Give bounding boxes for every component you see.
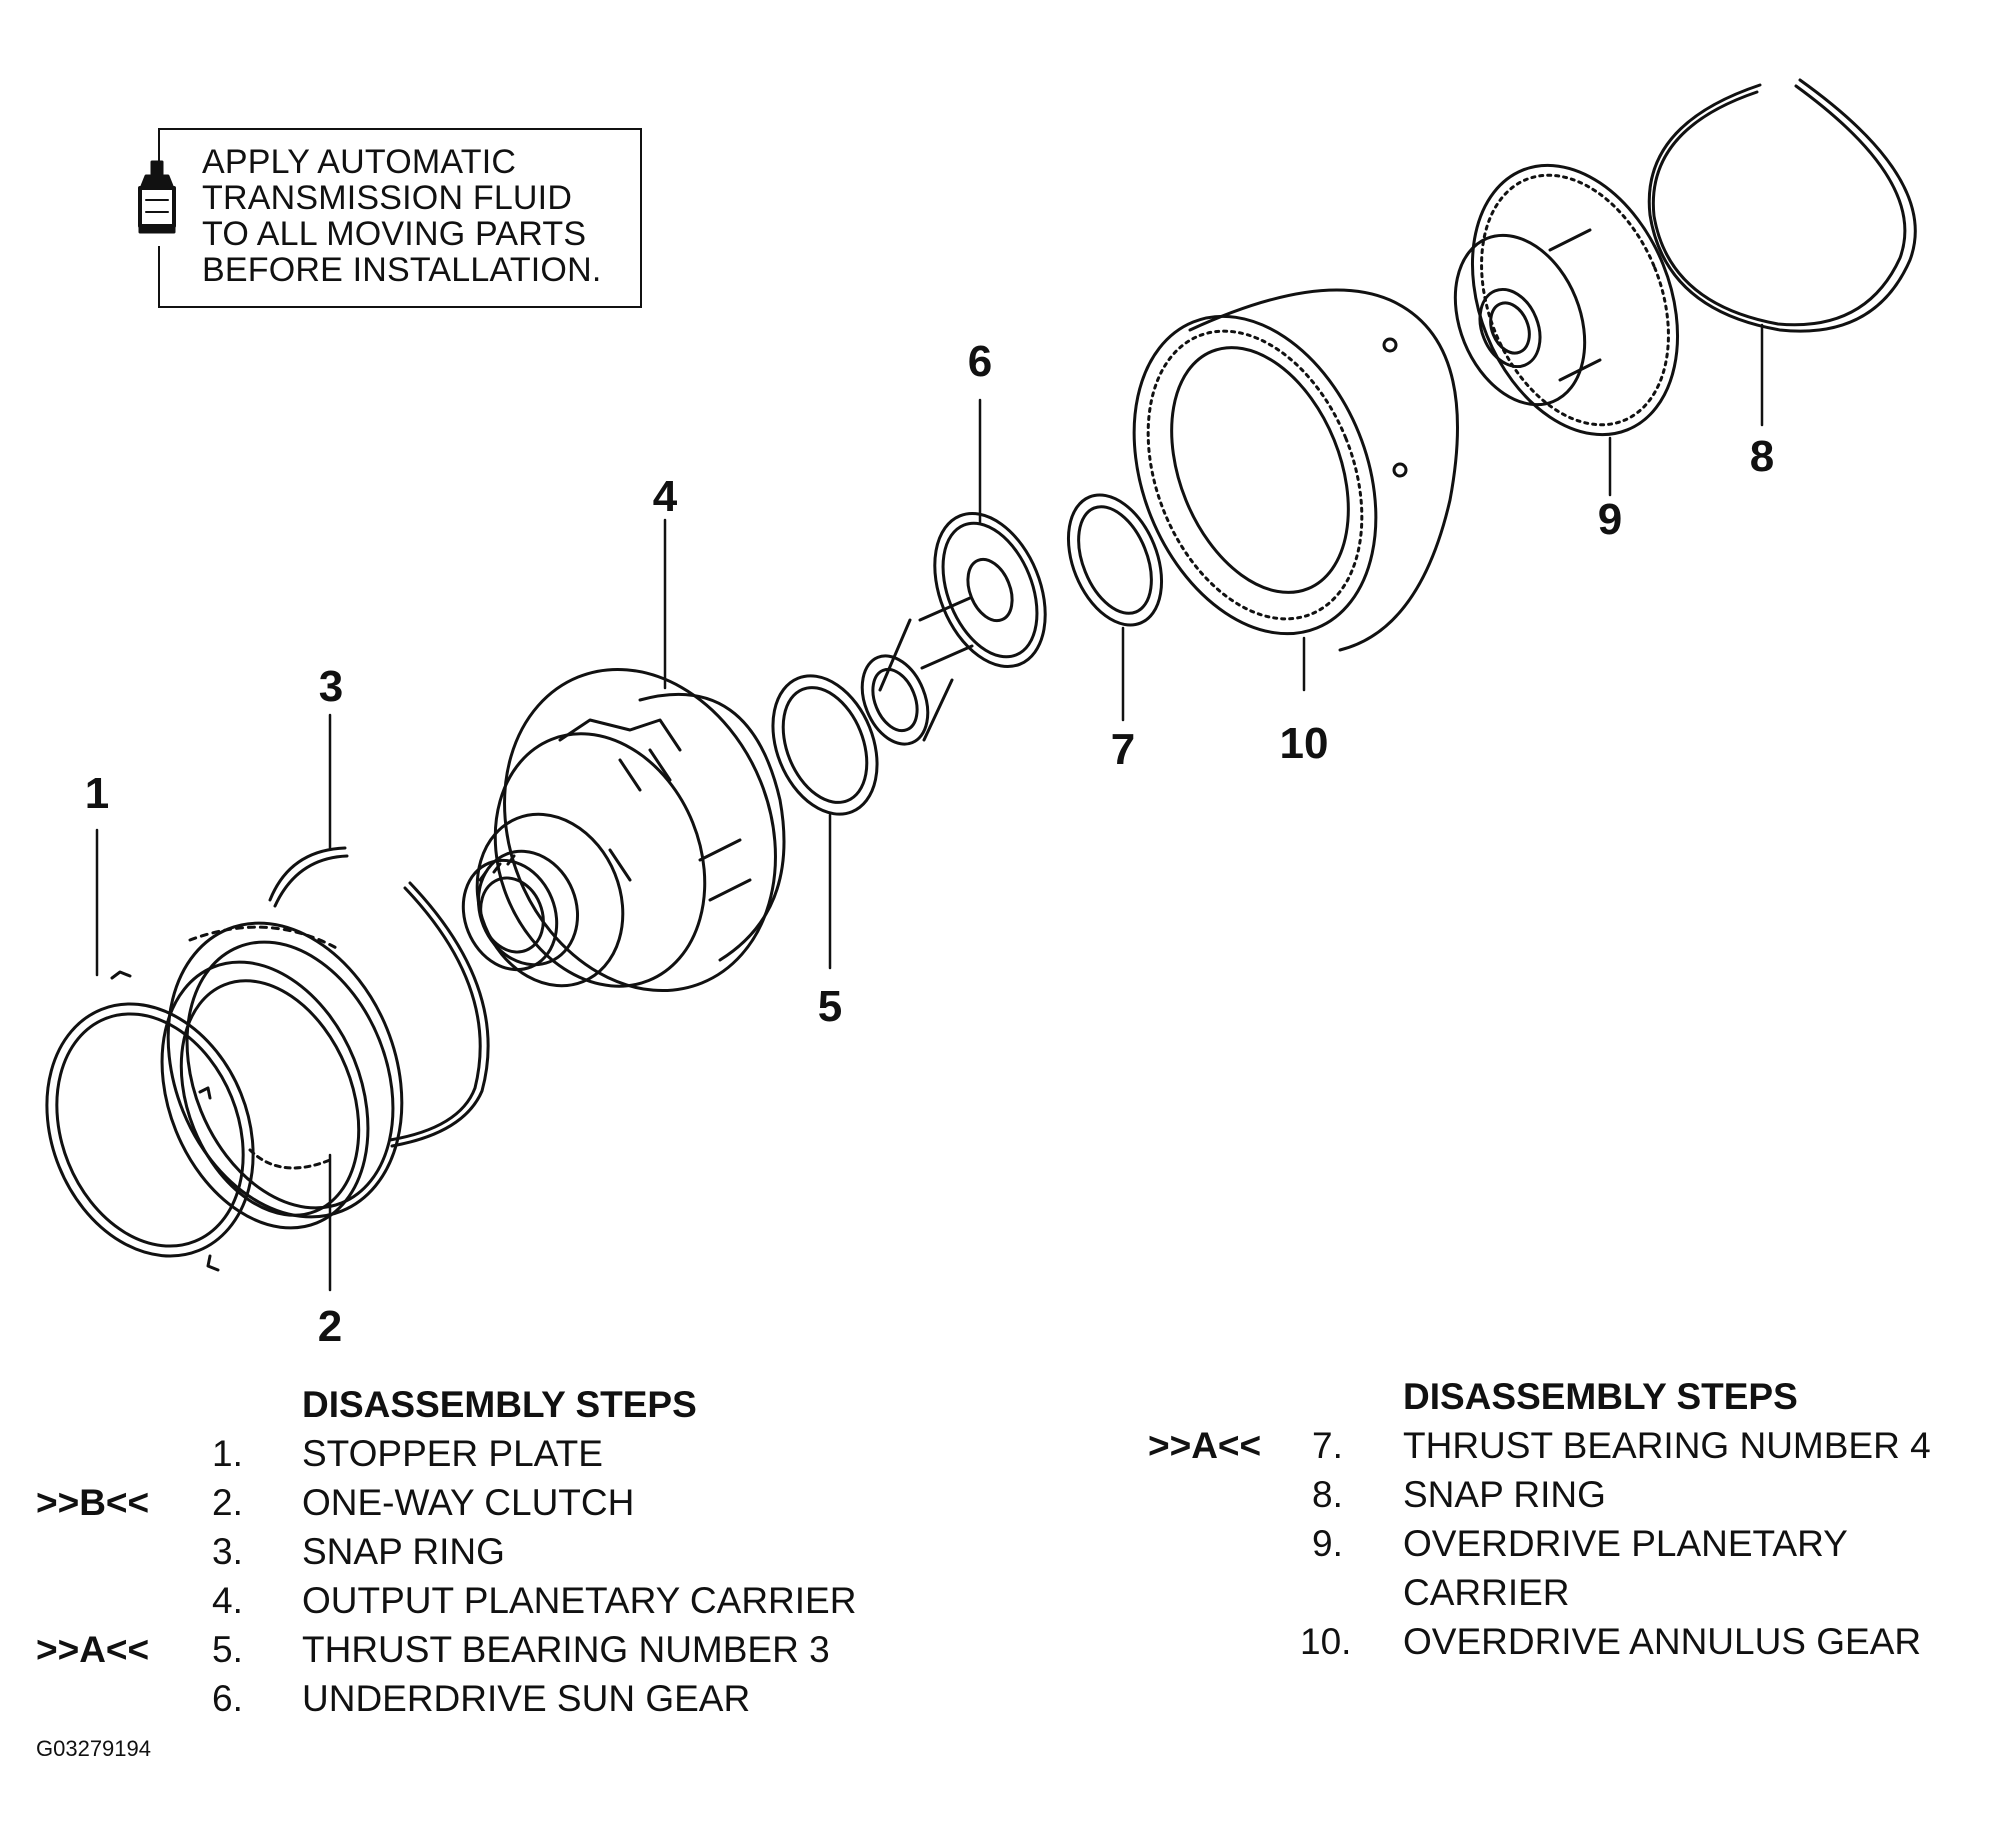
step-text: THRUST BEARING NUMBER 3 [302, 1629, 830, 1670]
note-line: TRANSMISSION FLUID [202, 179, 573, 217]
overdrive-annulus-gear [1132, 288, 1459, 652]
step-mark: >>A<< [1148, 1425, 1262, 1466]
step-number: 8. [1312, 1474, 1343, 1515]
leader-lines [95, 323, 1764, 1292]
callout-9: 9 [1597, 495, 1623, 544]
callout-8: 8 [1749, 432, 1775, 481]
callout-2: 2 [317, 1302, 343, 1351]
step-text: UNDERDRIVE SUN GEAR [302, 1678, 751, 1719]
overdrive-planetary-carrier [1453, 163, 1680, 437]
step-text: OVERDRIVE PLANETARY [1403, 1523, 1848, 1564]
step-number: 9. [1312, 1523, 1343, 1564]
step-mark: >>A<< [36, 1629, 150, 1670]
step-number: 5. [212, 1629, 243, 1670]
step-number: 6. [212, 1678, 243, 1719]
step-row: 9. OVERDRIVE PLANETARY [1130, 1519, 2000, 1568]
step-row: >>B<< 2. ONE-WAY CLUTCH [0, 1478, 980, 1527]
step-text: SNAP RING [302, 1531, 505, 1572]
note-line: TO ALL MOVING PARTS [202, 215, 587, 253]
step-number: 7. [1312, 1425, 1343, 1466]
callout-10: 10 [1279, 719, 1329, 768]
callout-6: 6 [967, 337, 993, 386]
callout-3: 3 [318, 662, 344, 711]
step-text: OVERDRIVE ANNULUS GEAR [1403, 1621, 1922, 1662]
snap-ring-8 [1647, 78, 1917, 333]
note-line: APPLY AUTOMATIC [202, 143, 517, 181]
callout-4: 4 [652, 472, 678, 521]
step-row: >>A<< 5. THRUST BEARING NUMBER 3 [0, 1625, 980, 1674]
step-number: 10. [1300, 1621, 1352, 1662]
callout-7: 7 [1110, 725, 1136, 774]
step-text: SNAP RING [1403, 1474, 1606, 1515]
step-number: 3. [212, 1531, 243, 1572]
step-text: THRUST BEARING NUMBER 4 [1403, 1425, 1931, 1466]
stopper-plate [45, 970, 255, 1272]
step-number: 2. [212, 1482, 243, 1523]
fluid-bottle-icon [138, 160, 176, 234]
step-row: 4. OUTPUT PLANETARY CARRIER [0, 1576, 980, 1625]
step-row: 6. UNDERDRIVE SUN GEAR [0, 1674, 980, 1723]
one-way-clutch [160, 921, 404, 1230]
snap-ring-3 [268, 846, 490, 1148]
callout-5: 5 [817, 982, 843, 1031]
step-row: >>A<< 7. THRUST BEARING NUMBER 4 [1130, 1421, 2000, 1470]
step-row: 8. SNAP RING [1130, 1470, 2000, 1519]
thrust-bearing-4 [1066, 493, 1164, 627]
steps-right: DISASSEMBLY STEPS >>A<< 7. THRUST BEARIN… [1130, 1372, 2000, 1666]
steps-heading: DISASSEMBLY STEPS [302, 1384, 697, 1425]
note-bracket [158, 128, 168, 308]
thrust-bearing-3 [771, 674, 879, 816]
step-text: OUTPUT PLANETARY CARRIER [302, 1580, 857, 1621]
figure-id: G03279194 [36, 1736, 151, 1761]
step-mark: >>B<< [36, 1482, 150, 1523]
steps-heading: DISASSEMBLY STEPS [1403, 1376, 1798, 1417]
step-number: 1. [212, 1433, 243, 1474]
step-text: ONE-WAY CLUTCH [302, 1482, 635, 1523]
step-text: CARRIER [1403, 1572, 1570, 1613]
underdrive-sun-gear [860, 511, 1047, 746]
step-row: 1. STOPPER PLATE [0, 1429, 980, 1478]
step-row: 10. OVERDRIVE ANNULUS GEAR [1130, 1617, 2000, 1666]
step-number: 4. [212, 1580, 243, 1621]
steps-left: DISASSEMBLY STEPS 1. STOPPER PLATE >>B<<… [0, 1380, 980, 1723]
note-line: BEFORE INSTALLATION. [202, 251, 602, 289]
step-row: CARRIER [1130, 1568, 2000, 1617]
output-planetary-carrier [461, 667, 786, 993]
callout-1: 1 [84, 769, 110, 818]
note-text: APPLY AUTOMATIC TRANSMISSION FLUID TO AL… [202, 144, 601, 288]
step-row: 3. SNAP RING [0, 1527, 980, 1576]
note-box [158, 128, 642, 308]
step-text: STOPPER PLATE [302, 1433, 603, 1474]
